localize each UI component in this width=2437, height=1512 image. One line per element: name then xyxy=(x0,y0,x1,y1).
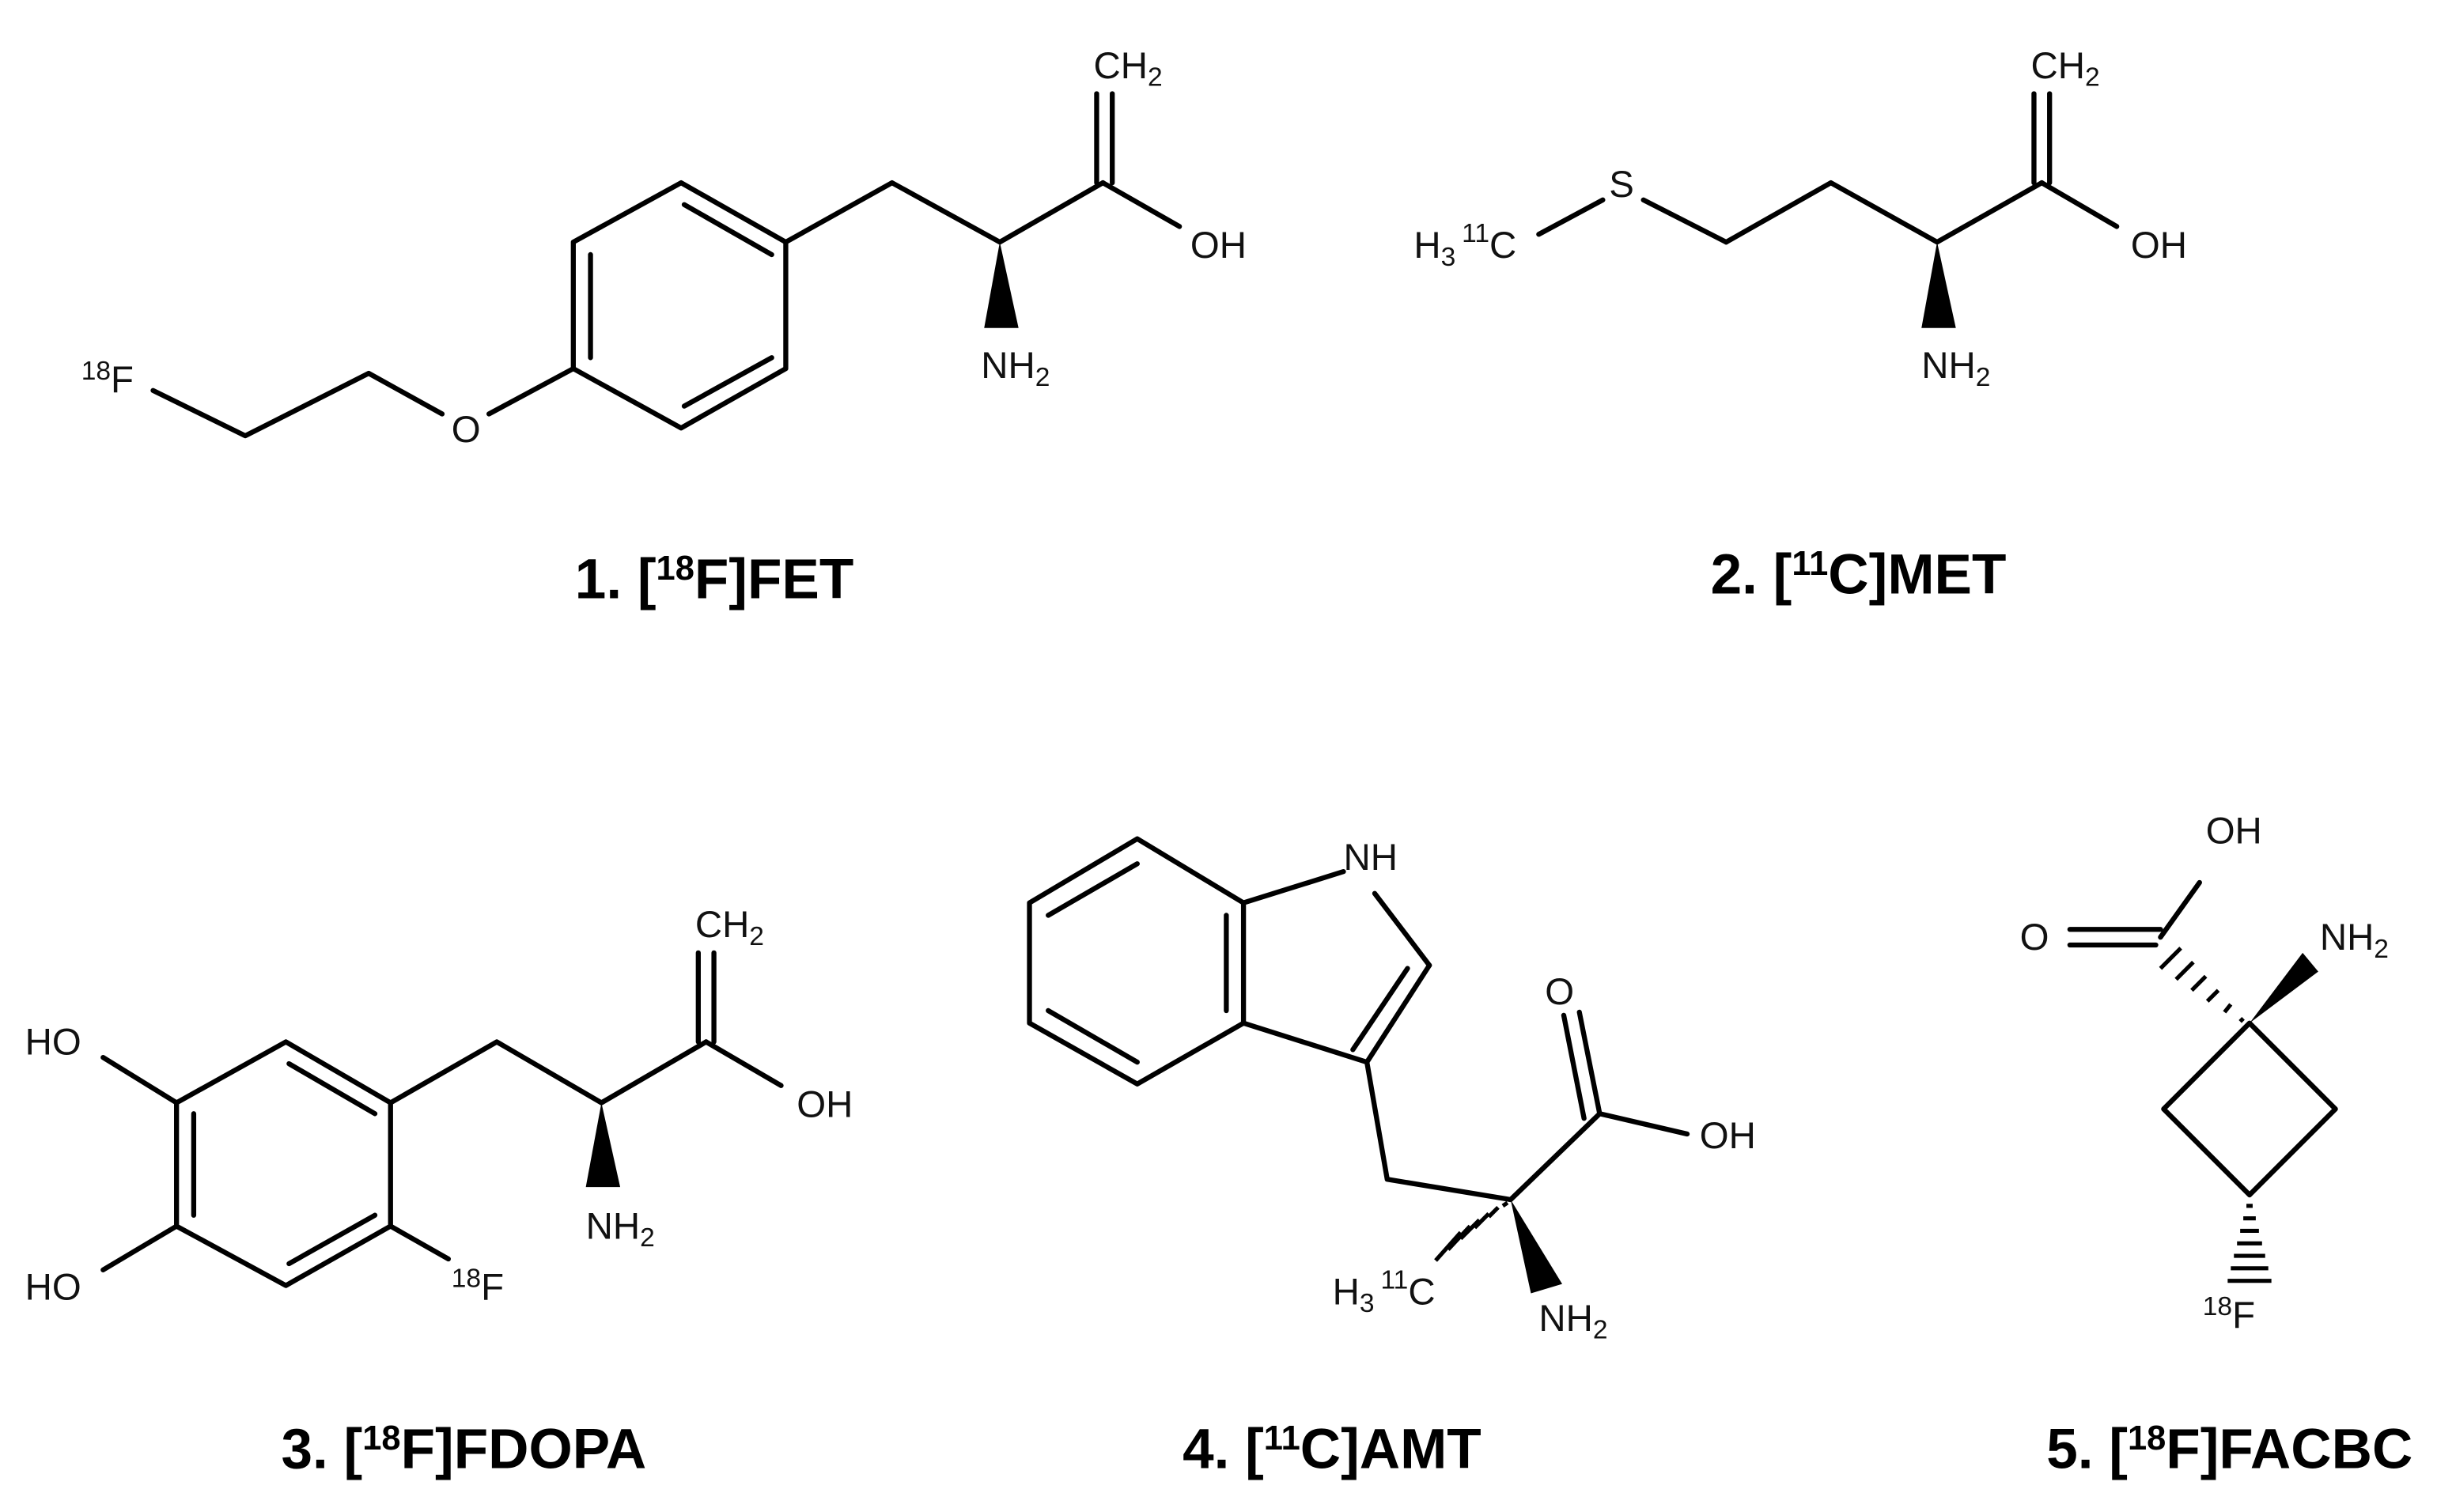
met-oh-atom: OH xyxy=(2131,225,2187,266)
facbc-wedge-bond xyxy=(2250,952,2318,1023)
fdopa-nh2-atom: NH2 xyxy=(586,1205,655,1253)
facbc-oh-atom: OH xyxy=(2206,811,2262,852)
fdopa-ch2-atom: CH2 xyxy=(695,904,764,951)
met-s-atom: S xyxy=(1609,164,1634,206)
met-h3-11c-atom: H311C xyxy=(1413,219,1516,272)
fdopa-f18-atom: 18F xyxy=(452,1264,504,1309)
fet-o-atom: O xyxy=(452,409,481,451)
amt-oh-atom: OH xyxy=(1700,1115,1756,1157)
facbc-bonds xyxy=(2067,879,2338,1283)
amt-nh2-atom: NH2 xyxy=(1538,1298,1607,1345)
met-compound-label: 2. [11C]MET xyxy=(1711,544,2007,607)
fdopa-ho-bottom-atom: HO xyxy=(25,1266,81,1308)
fdopa-ho-top-atom: HO xyxy=(25,1021,81,1063)
fet-bonds xyxy=(150,91,1183,439)
fet-ch2-atom: CH2 xyxy=(1094,45,1163,93)
met-wedge-bond xyxy=(1921,242,1956,328)
met-nh2-atom: NH2 xyxy=(1921,345,1990,392)
facbc-o-atom: O xyxy=(2020,917,2049,958)
met-bonds xyxy=(1536,91,2120,328)
compound-2-met: CH2 OH NH2 S H311C 2. [11C]MET xyxy=(1413,45,2187,607)
compound-3-fdopa: CH2 OH NH2 HO HO 18F 3. [18F]FDOPA xyxy=(25,904,853,1481)
amt-compound-label: 4. [11C]AMT xyxy=(1183,1419,1481,1481)
amt-o-atom: O xyxy=(1545,971,1574,1013)
compound-5-facbc: OH O NH2 18F 5. [18F]FACBC xyxy=(2020,811,2413,1481)
fdopa-compound-label: 3. [18F]FDOPA xyxy=(282,1419,647,1481)
fdopa-oh-atom: OH xyxy=(797,1083,853,1125)
facbc-hash-bond-fluorine xyxy=(2227,1204,2272,1283)
fet-f18-atom: 18F xyxy=(81,357,134,401)
amt-hash-bond xyxy=(1434,1200,1509,1262)
facbc-nh2-atom: NH2 xyxy=(2320,917,2389,964)
amt-h3-11c-atom: H311C xyxy=(1333,1266,1436,1319)
amt-bonds xyxy=(1027,836,1690,1294)
compound-1-fet: CH2 OH NH2 O 18F 1. [18F]FET xyxy=(81,45,1247,611)
fet-nh2-atom: NH2 xyxy=(981,345,1050,392)
fdopa-wedge-bond xyxy=(585,1102,621,1188)
facbc-compound-label: 5. [18F]FACBC xyxy=(2046,1419,2412,1481)
compound-4-amt: NH O OH NH2 H311C 4. [11C]AMT xyxy=(1027,836,1756,1481)
fet-compound-label: 1. [18F]FET xyxy=(575,549,853,611)
facbc-hash-bond-carboxyl xyxy=(2159,947,2245,1023)
fet-wedge-bond xyxy=(984,242,1019,328)
facbc-f18-atom: 18F xyxy=(2203,1292,2255,1336)
met-ch2-atom: CH2 xyxy=(2031,45,2100,93)
amt-wedge-bond xyxy=(1510,1199,1562,1294)
fdopa-bonds xyxy=(100,950,784,1288)
amt-nh-atom: NH xyxy=(1344,837,1398,879)
fet-oh-atom: OH xyxy=(1190,225,1247,266)
